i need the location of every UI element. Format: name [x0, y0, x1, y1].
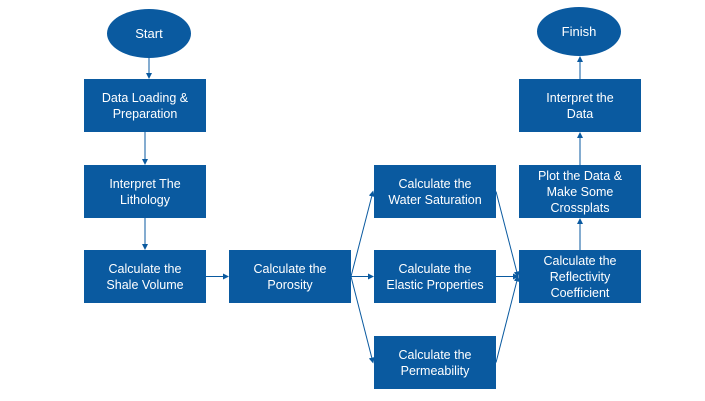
reflectivity-coefficient-label: Calculate the Reflectivity Coefficient — [543, 253, 617, 300]
permeability-node: Calculate the Permeability — [374, 336, 496, 389]
finish-node: Finish — [537, 7, 621, 56]
data-loading-label: Data Loading & Preparation — [101, 90, 189, 121]
data-loading-node: Data Loading & Preparation — [84, 79, 206, 132]
arrow-water-saturation-to-reflectivity — [495, 191, 520, 278]
shale-volume-node: Calculate the Shale Volume — [84, 250, 206, 303]
arrow-porosity-to-water-saturation — [350, 190, 375, 277]
porosity-label: Calculate the Porosity — [253, 261, 327, 292]
elastic-properties-label: Calculate the Elastic Properties — [386, 261, 484, 292]
water-saturation-label: Calculate the Water Saturation — [388, 176, 482, 207]
interpret-lithology-node: Interpret The Lithology — [84, 165, 206, 218]
plot-data-label: Plot the Data & Make Some Crossplats — [537, 168, 623, 215]
arrow-permeability-to-reflectivity — [495, 275, 520, 363]
arrow-porosity-to-permeability — [350, 276, 375, 364]
plot-data-node: Plot the Data & Make Some Crossplats — [519, 165, 641, 218]
start-node: Start — [107, 9, 191, 58]
interpret-data-label: Interpret the Data — [546, 90, 614, 121]
permeability-label: Calculate the Permeability — [398, 347, 472, 378]
reflectivity-coefficient-node: Calculate the Reflectivity Coefficient — [519, 250, 641, 303]
start-label: Start — [135, 25, 163, 41]
interpret-lithology-label: Interpret The Lithology — [109, 176, 181, 207]
elastic-properties-node: Calculate the Elastic Properties — [374, 250, 496, 303]
water-saturation-node: Calculate the Water Saturation — [374, 165, 496, 218]
interpret-data-node: Interpret the Data — [519, 79, 641, 132]
porosity-node: Calculate the Porosity — [229, 250, 351, 303]
shale-volume-label: Calculate the Shale Volume — [106, 261, 184, 292]
finish-label: Finish — [561, 23, 597, 39]
